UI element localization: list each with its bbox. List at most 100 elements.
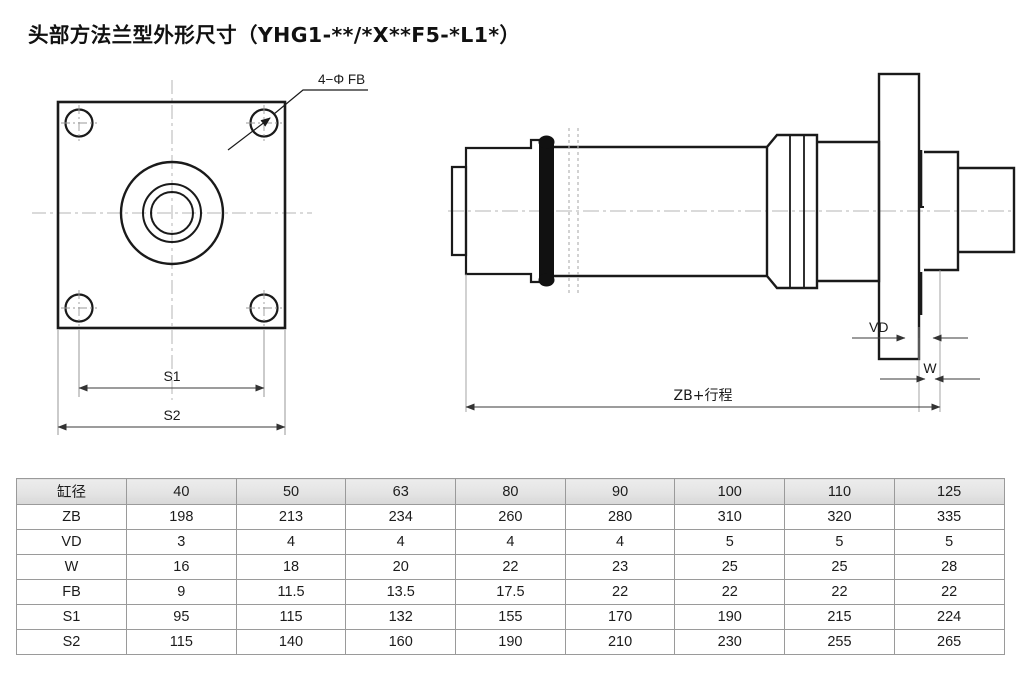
- cell-s1-125: 224: [893, 604, 1005, 630]
- row-label-s2: S2: [16, 629, 127, 655]
- cell-w-40: 16: [126, 554, 237, 580]
- header-cell-90: 90: [564, 478, 676, 505]
- cell-fb-100: 22: [674, 579, 786, 605]
- section-break-lines: [568, 128, 579, 295]
- cell-s1-90: 170: [564, 604, 676, 630]
- bolt-hole-group: [61, 105, 282, 326]
- callout-leader-arrow: [227, 117, 271, 151]
- dimension-w: W: [880, 360, 980, 383]
- spec-table-body: ZB 198 213 234 260 280 310 320 335 VD 3 …: [16, 504, 1005, 655]
- cell-vd-100: 5: [674, 529, 786, 555]
- table-row: S2 115 140 160 190 210 230 255 265: [16, 629, 1005, 655]
- cell-s2-40: 115: [126, 629, 237, 655]
- cell-zb-50: 213: [235, 504, 347, 530]
- dimension-s1: S1: [78, 330, 265, 397]
- cylinder-barrel-tube: [554, 145, 767, 278]
- cell-vd-110: 5: [784, 529, 895, 555]
- cell-fb-50: 11.5: [235, 579, 347, 605]
- page-title: 头部方法兰型外形尺寸（YHG1-**/*X**F5-*L1*）: [28, 23, 521, 47]
- cell-w-100: 25: [674, 554, 786, 580]
- cell-vd-125: 5: [893, 529, 1005, 555]
- cell-vd-90: 4: [564, 529, 676, 555]
- dimension-s2-label: S2: [163, 407, 180, 423]
- dimension-zb-stroke: ZB+行程: [465, 388, 941, 411]
- cell-zb-80: 260: [455, 504, 566, 530]
- cell-zb-110: 320: [784, 504, 895, 530]
- square-flange-front-view: 4−Φ FB S1 S2: [32, 72, 368, 435]
- cell-fb-40: 9: [126, 579, 237, 605]
- cell-fb-110: 22: [784, 579, 895, 605]
- bolt-hole-bottom-right: [246, 290, 282, 326]
- rod-gland-boss: [924, 150, 960, 272]
- cell-fb-63: 13.5: [345, 579, 457, 605]
- bore-circle-outer: [119, 160, 225, 266]
- cell-zb-90: 280: [564, 504, 676, 530]
- seal-gasket-band: [538, 135, 555, 287]
- header-cell-50: 50: [235, 478, 347, 505]
- dimension-zb-label: ZB+行程: [674, 388, 733, 404]
- table-row: S1 95 115 132 155 170 190 215 224: [16, 604, 1005, 630]
- bolt-hole-callout: 4−Φ FB: [227, 72, 368, 151]
- head-collar-block: [765, 133, 819, 290]
- cell-zb-40: 198: [126, 504, 237, 530]
- cell-w-125: 28: [893, 554, 1005, 580]
- cell-zb-125: 335: [893, 504, 1005, 530]
- cell-s2-90: 210: [564, 629, 676, 655]
- cell-fb-125: 22: [893, 579, 1005, 605]
- cell-w-63: 20: [345, 554, 457, 580]
- cell-s1-40: 95: [126, 604, 237, 630]
- callout-bolt-holes-label: 4−Φ FB: [318, 72, 365, 87]
- row-label-fb: FB: [16, 579, 127, 605]
- cylinder-side-view: VD W ZB+行程: [448, 72, 1016, 412]
- header-cell-63: 63: [345, 478, 457, 505]
- cell-w-50: 18: [235, 554, 347, 580]
- front-view-centerlines: [32, 80, 312, 400]
- cell-zb-63: 234: [345, 504, 457, 530]
- cell-s2-125: 265: [893, 629, 1005, 655]
- cell-s2-63: 160: [345, 629, 457, 655]
- table-header-row: 缸径 40 50 63 80 90 100 110 125: [16, 478, 1005, 505]
- bolt-hole-top-left: [61, 105, 97, 141]
- cell-s1-50: 115: [235, 604, 347, 630]
- cell-fb-90: 22: [564, 579, 676, 605]
- dimension-s1-label: S1: [163, 368, 180, 384]
- mounting-flange-plate: [877, 72, 921, 361]
- cell-s2-100: 230: [674, 629, 786, 655]
- dimension-spec-table: 缸径 40 50 63 80 90 100 110 125 ZB 198 213…: [16, 478, 1005, 655]
- piston-rod-end: [958, 166, 1016, 254]
- cell-s1-63: 132: [345, 604, 457, 630]
- table-row: ZB 198 213 234 260 280 310 320 335: [16, 504, 1005, 530]
- row-label-vd: VD: [16, 529, 127, 555]
- cell-vd-80: 4: [455, 529, 566, 555]
- header-cell-bore: 缸径: [16, 478, 127, 505]
- dimension-vd: VD: [852, 319, 968, 342]
- bore-circle-inner: [150, 191, 194, 235]
- cell-vd-50: 4: [235, 529, 347, 555]
- cell-zb-100: 310: [674, 504, 786, 530]
- cell-s1-110: 215: [784, 604, 895, 630]
- cell-s2-110: 255: [784, 629, 895, 655]
- title-bar: 头部方法兰型外形尺寸（YHG1-**/*X**F5-*L1*）: [28, 16, 928, 50]
- cell-vd-63: 4: [345, 529, 457, 555]
- bolt-hole-bottom-left: [61, 290, 97, 326]
- cell-s2-50: 140: [235, 629, 347, 655]
- dimension-s2: S2: [57, 330, 286, 435]
- cell-vd-40: 3: [126, 529, 237, 555]
- bore-circle-middle: [142, 183, 202, 243]
- cell-s1-80: 155: [455, 604, 566, 630]
- spec-table-head: 缸径 40 50 63 80 90 100 110 125: [16, 478, 1005, 505]
- row-label-w: W: [16, 554, 127, 580]
- table-row: VD 3 4 4 4 4 5 5 5: [16, 529, 1005, 555]
- cell-w-80: 22: [455, 554, 566, 580]
- row-label-zb: ZB: [16, 504, 127, 530]
- spec-table-container: 缸径 40 50 63 80 90 100 110 125 ZB 198 213…: [16, 478, 1005, 655]
- header-cell-100: 100: [674, 478, 786, 505]
- header-cell-40: 40: [126, 478, 237, 505]
- header-cell-110: 110: [784, 478, 895, 505]
- dimension-w-label: W: [923, 360, 937, 376]
- header-cell-125: 125: [893, 478, 1005, 505]
- flange-plate-outline: [56, 100, 287, 330]
- cell-fb-80: 17.5: [455, 579, 566, 605]
- cell-w-110: 25: [784, 554, 895, 580]
